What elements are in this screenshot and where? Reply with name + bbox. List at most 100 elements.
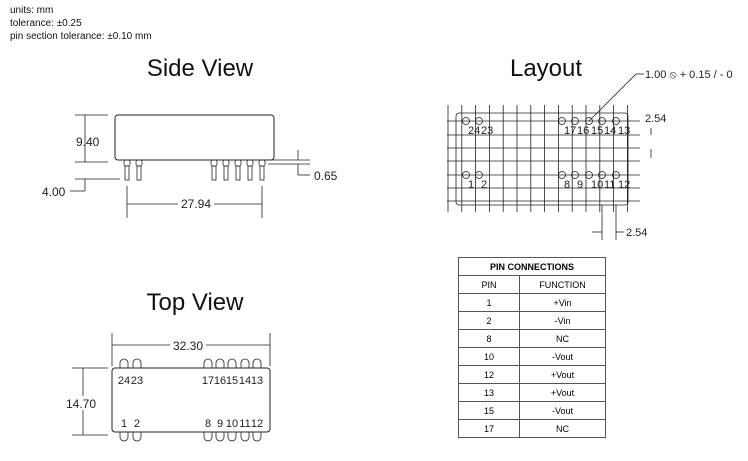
layout-title: Layout — [510, 55, 582, 82]
layout-pin-label: 13 — [618, 125, 630, 137]
top-pin-label: 9 — [217, 418, 223, 430]
pin-shoulder — [234, 159, 242, 167]
pin-hole — [558, 117, 566, 125]
pin — [259, 165, 265, 181]
top-pin-label: 15 — [226, 375, 238, 387]
pin-shoulder — [123, 159, 131, 167]
tolerance-note: tolerance: ±0.25 — [10, 18, 82, 29]
pin-hole — [571, 171, 579, 179]
top-pin-label: 23 — [131, 375, 143, 387]
layout-pin-label: 10 — [591, 179, 603, 191]
top-pin-label: 10 — [226, 418, 238, 430]
layout-outline — [455, 112, 629, 206]
module-body-top — [111, 367, 271, 433]
pin — [247, 165, 253, 181]
top-pin-label: 24 — [118, 375, 130, 387]
units-note: units: mm — [10, 5, 54, 16]
pin-hole — [585, 171, 593, 179]
top-pin-label: 1 — [121, 418, 127, 430]
pin-length-dim: 4.00 — [42, 185, 66, 199]
pin-cell: 2 — [458, 311, 520, 330]
pin — [223, 165, 229, 181]
pin-cell: 17 — [458, 419, 520, 438]
height-dim: 9.40 — [76, 135, 100, 149]
table-row: 12+Vout — [458, 365, 606, 384]
layout-pin-label: 12 — [618, 179, 630, 191]
side-pins — [123, 159, 266, 181]
pin-hole — [475, 117, 483, 125]
pin — [124, 165, 130, 181]
depth-dim: 14.70 — [66, 397, 96, 411]
top-pin-label: 14 — [239, 375, 251, 387]
pin-shoulder — [222, 159, 230, 167]
table-row: 15-Vout — [458, 401, 606, 420]
col-pitch-dim: 2.54 — [626, 227, 647, 239]
layout-pin-label: 24 — [468, 125, 480, 137]
function-cell: +Vout — [519, 383, 606, 402]
pin-span-dim: 27.94 — [181, 197, 211, 211]
layout-pin-label: 2 — [481, 179, 487, 191]
layout-pin-label: 9 — [577, 179, 583, 191]
layout-pin-label: 15 — [591, 125, 603, 137]
function-cell: +Vin — [519, 293, 606, 312]
pin-shoulder — [210, 159, 218, 167]
pin-cell: 8 — [458, 329, 520, 348]
function-cell: NC — [519, 419, 606, 438]
pin-cell: 12 — [458, 365, 520, 384]
layout-pin-label: 23 — [481, 125, 493, 137]
pin — [136, 165, 142, 181]
pin-shoulder — [246, 159, 254, 167]
side-view: Side View 9.40 4.00 27.94 0.65 — [42, 55, 338, 218]
layout-grid — [447, 105, 640, 212]
pin-hole — [462, 117, 470, 125]
function-cell: -Vout — [519, 401, 606, 420]
table-row: 2-Vin — [458, 311, 606, 330]
table-title: PIN CONNECTIONS — [458, 257, 606, 276]
col-header-function: FUNCTION — [519, 275, 606, 294]
pin-hole — [612, 117, 620, 125]
layout-pin-label: 11 — [604, 179, 615, 191]
module-body-side — [114, 114, 275, 161]
pin-cell: 10 — [458, 347, 520, 366]
table-row: 13+Vout — [458, 383, 606, 402]
pin-hole — [571, 117, 579, 125]
function-cell: -Vout — [519, 347, 606, 366]
layout-pin-label: 16 — [577, 125, 589, 137]
function-cell: -Vin — [519, 311, 606, 330]
layout-pin-label: 8 — [564, 179, 570, 191]
hole-spec: 1.00 ⦸ + 0.15 / - 0 — [645, 69, 733, 81]
top-pin-label: 8 — [205, 418, 211, 430]
table-row: 1+Vin — [458, 293, 606, 312]
pin-tolerance-note: pin section tolerance: ±0.10 mm — [10, 31, 152, 42]
top-view-title: Top View — [147, 289, 245, 316]
pin-cell: 1 — [458, 293, 520, 312]
pin-shoulder — [258, 159, 266, 167]
table-row: 10-Vout — [458, 347, 606, 366]
top-pin-label: 12 — [251, 418, 263, 430]
layout-pin-label: 1 — [468, 179, 474, 191]
standoff-dim: 0.65 — [314, 169, 338, 183]
pin-hole — [585, 117, 593, 125]
pin — [211, 165, 217, 181]
pin — [235, 165, 241, 181]
layout-pin-label: 14 — [604, 125, 616, 137]
pin-hole — [598, 171, 606, 179]
top-pin-label: 11 — [239, 418, 250, 430]
pin-hole — [558, 171, 566, 179]
function-cell: NC — [519, 329, 606, 348]
pin-hole — [598, 117, 606, 125]
pin-hole — [475, 171, 483, 179]
pin-hole — [462, 171, 470, 179]
pin-hole — [612, 171, 620, 179]
function-cell: +Vout — [519, 365, 606, 384]
col-header-pin: PIN — [458, 275, 520, 294]
top-pin-label: 16 — [214, 375, 226, 387]
width-dim: 32.30 — [173, 339, 203, 353]
